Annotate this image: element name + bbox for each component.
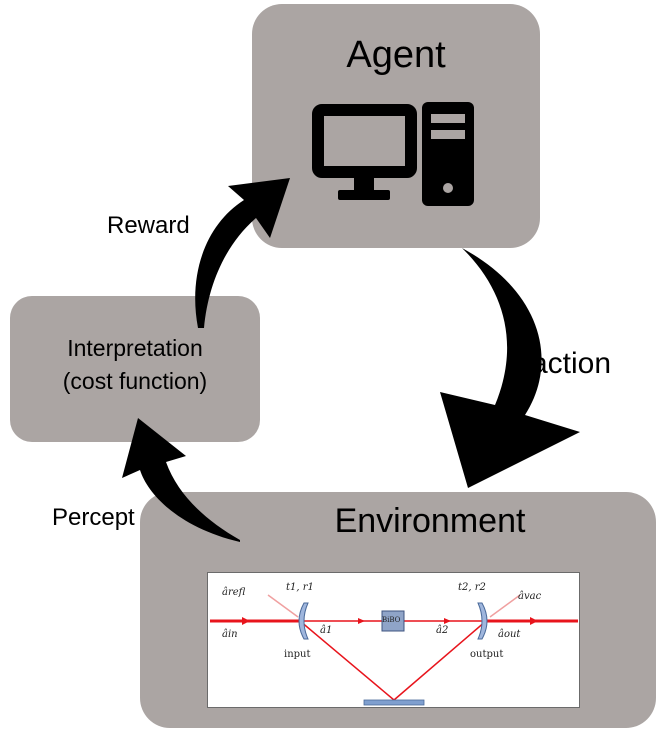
reflected-beam (267, 594, 299, 618)
interpretation-line1: Interpretation (67, 335, 203, 361)
percept-arrow (122, 418, 240, 542)
arrowhead (444, 618, 451, 624)
arrowhead (358, 618, 365, 624)
environment-title: Environment (334, 502, 526, 540)
input-label: input (284, 649, 311, 660)
a-vac-label: âvac (518, 591, 542, 602)
fold-beam-left (299, 620, 395, 701)
output-mirror (477, 602, 488, 640)
vacuum-beam (489, 594, 521, 618)
action-arrow (440, 248, 580, 488)
input-mirror (298, 602, 309, 640)
fold-beam-right (393, 620, 487, 701)
desktop-computer-icon (312, 102, 474, 206)
agent-title: Agent (346, 34, 446, 76)
t1r1-label: t1, r1 (286, 582, 314, 593)
output-label: output (470, 649, 504, 660)
interpretation-line2: (cost function) (62, 368, 208, 394)
optical-cavity-schematic: ârefl t1, r1 âin input â1 BiBO â2 t2, r2… (207, 572, 580, 708)
a2-label: â2 (436, 625, 449, 636)
arrowhead (242, 617, 250, 625)
interpretation-box (10, 296, 260, 442)
reward-arrow (195, 178, 290, 328)
t2r2-label: t2, r2 (458, 582, 486, 593)
agent-box (252, 4, 540, 248)
arrowhead (530, 617, 538, 625)
action-label: action (531, 347, 612, 380)
a-in-label: âin (222, 629, 238, 640)
a-out-label: âout (498, 629, 521, 640)
a-refl-label: ârefl (222, 587, 246, 598)
a1-label: â1 (320, 625, 333, 636)
percept-label: Percept (52, 504, 135, 531)
crystal-label: BiBO (382, 616, 401, 624)
reward-label: Reward (107, 212, 190, 239)
bottom-mirror (363, 699, 425, 706)
bibo-crystal (381, 610, 405, 632)
cavity-drawing (210, 594, 578, 706)
